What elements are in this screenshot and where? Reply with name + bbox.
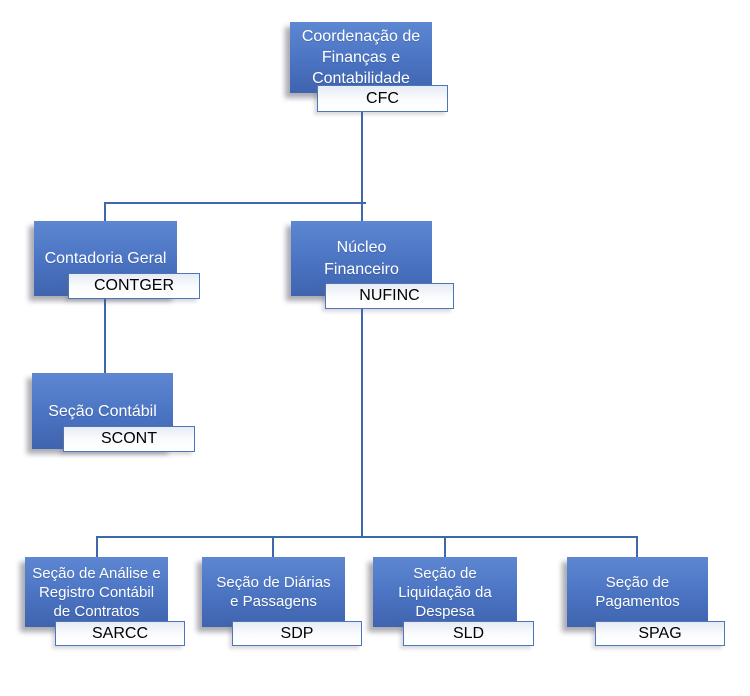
org-node-sarcc-title: Seção de Análise e Registro Contábil de … [32,564,161,620]
org-node-spag-abbr: SPAG [595,621,725,646]
connector-drop-sarcc [96,537,98,558]
connector-level2-horizontal [104,202,366,204]
org-node-sdp-abbr-text: SDP [280,624,314,642]
connector-contger-scont [104,297,106,374]
org-node-spag[interactable]: Seção de Pagamentos SPAG [567,557,725,646]
org-node-sarcc[interactable]: Seção de Análise e Registro Contábil de … [25,557,185,646]
org-node-sld-box: Seção de Liquidação da Despesa [373,557,517,627]
org-node-sld[interactable]: Seção de Liquidação da Despesa SLD [373,557,534,646]
org-node-cfc-title: Coordenação de Finanças e Contabilidade [301,28,421,87]
org-node-contger[interactable]: Contadoria Geral CONTGER [34,221,200,299]
connector-drop-contger [104,203,106,222]
connector-drop-sdp [272,537,274,558]
org-node-sld-abbr: SLD [403,621,534,646]
org-node-sld-title: Seção de Liquidação da Despesa [398,564,492,620]
org-node-sarcc-box: Seção de Análise e Registro Contábil de … [25,557,168,627]
org-node-sdp-title: Seção de Diárias e Passagens [216,574,331,610]
org-node-cfc-abbr: CFC [317,85,448,112]
org-node-contger-abbr-text: CONTGER [94,277,174,294]
org-node-sarcc-abbr: SARCC [55,621,185,646]
org-node-contger-title: Contadoria Geral [44,250,167,267]
org-node-nufinc-abbr: NUFINC [325,283,454,309]
org-node-scont-title: Seção Contábil [48,402,157,420]
connector-drop-spag [636,537,638,558]
org-node-nufinc-title: Núcleo Financeiro [324,238,399,278]
org-node-cfc[interactable]: Coordenação de Finanças e Contabilidade … [290,22,448,112]
org-node-spag-abbr-text: SPAG [638,624,682,642]
connector-level4-horizontal [96,536,638,538]
org-node-sld-abbr-text: SLD [452,624,485,642]
connector-cfc-down [361,110,363,204]
org-node-scont-abbr: SCONT [63,426,195,452]
connector-drop-nufinc [361,203,363,222]
org-node-sdp[interactable]: Seção de Diárias e Passagens SDP [202,557,362,646]
org-node-sdp-box: Seção de Diárias e Passagens [202,557,345,627]
org-node-spag-title: Seção de Pagamentos [595,574,680,610]
org-node-scont[interactable]: Seção Contábil SCONT [32,373,195,452]
org-node-sdp-abbr: SDP [232,621,362,646]
org-node-contger-abbr: CONTGER [68,273,200,299]
connector-drop-sld [444,537,446,558]
org-node-cfc-abbr-text: CFC [366,89,399,107]
org-node-nufinc-abbr-text: NUFINC [359,287,420,304]
org-node-spag-box: Seção de Pagamentos [567,557,708,627]
org-node-cfc-box: Coordenação de Finanças e Contabilidade [290,22,432,93]
org-node-sarcc-abbr-text: SARCC [91,624,148,642]
connector-nufinc-down [361,307,363,538]
org-node-scont-abbr-text: SCONT [101,430,157,447]
org-node-nufinc[interactable]: Núcleo Financeiro NUFINC [291,221,454,309]
